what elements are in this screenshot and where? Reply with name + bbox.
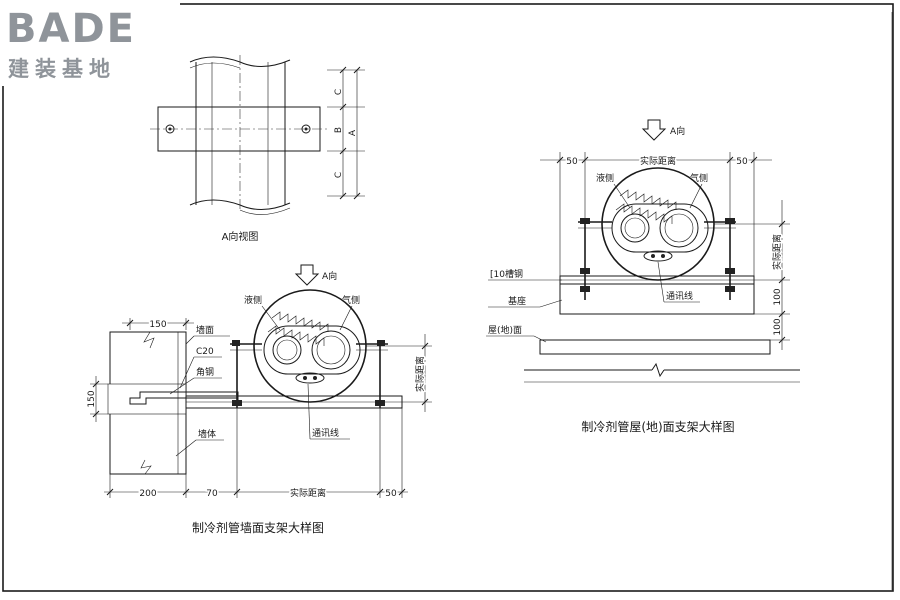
top-view-caption: A向视图	[222, 230, 259, 243]
wall-angle-steel-label: 角钢	[196, 366, 214, 378]
roof-floor-label: 屋(地)面	[488, 324, 522, 336]
wall-detail: A向	[86, 264, 432, 535]
roof-gas-label: 气侧	[690, 172, 708, 184]
sheet-border	[2, 3, 894, 592]
wall-dim-top-150: 150	[149, 320, 166, 330]
logo-subtitle: 建装基地	[8, 57, 116, 81]
roof-liquid-label: 液侧	[596, 172, 614, 184]
roof-dim-right-actual: 实际距离	[771, 234, 783, 270]
wall-dim-bottom-70: 70	[206, 489, 218, 499]
roof-detail: A向 50 实际距离 50	[486, 119, 800, 434]
roof-dim-100-upper: 100	[773, 288, 783, 305]
roof-direction-label: A向	[670, 125, 685, 137]
wall-dim-right-actual: 实际距离	[414, 356, 426, 392]
wall-detail-caption: 制冷剂管墙面支架大样图	[192, 520, 324, 535]
wall-gas-label: 气侧	[342, 294, 360, 306]
roof-dim-actual-distance: 实际距离	[640, 155, 676, 167]
dim-c-top: C	[334, 89, 344, 95]
roof-dim-top-50-right: 50	[736, 157, 748, 167]
dim-b: B	[334, 127, 344, 133]
logo: BADE 建装基地	[0, 0, 180, 86]
wall-body-label: 墙体	[198, 428, 216, 440]
sheet-inner-border	[18, 12, 893, 592]
direction-arrow-icon	[641, 119, 667, 141]
roof-detail-caption: 制冷剂管屋(地)面支架大样图	[581, 419, 734, 434]
roof-dim-top-50-left: 50	[566, 157, 578, 167]
wall-dim-actual-distance: 实际距离	[290, 487, 326, 499]
wall-comm-line-label: 通讯线	[312, 427, 339, 439]
dim-c-bottom: C	[334, 172, 344, 178]
dim-a: A	[348, 129, 358, 136]
top-view: C B C A A向视图	[150, 55, 365, 243]
wall-dim-bottom-200: 200	[139, 489, 156, 499]
direction-arrow-icon	[294, 264, 320, 286]
roof-dim-100-lower: 100	[773, 318, 783, 335]
roof-channel-label: [10槽钢	[490, 268, 523, 280]
wall-dim-bottom-50: 50	[385, 489, 397, 499]
wall-liquid-label: 液侧	[244, 294, 262, 306]
wall-dim-left-150: 150	[87, 390, 97, 407]
roof-comm-line-label: 通讯线	[666, 290, 693, 302]
wall-direction-label: A向	[322, 270, 337, 282]
logo-brand: BADE	[6, 6, 136, 52]
wall-concrete-label: C20	[196, 347, 214, 357]
roof-base-label: 基座	[508, 295, 526, 307]
wall-face-label: 墙面	[196, 324, 214, 336]
